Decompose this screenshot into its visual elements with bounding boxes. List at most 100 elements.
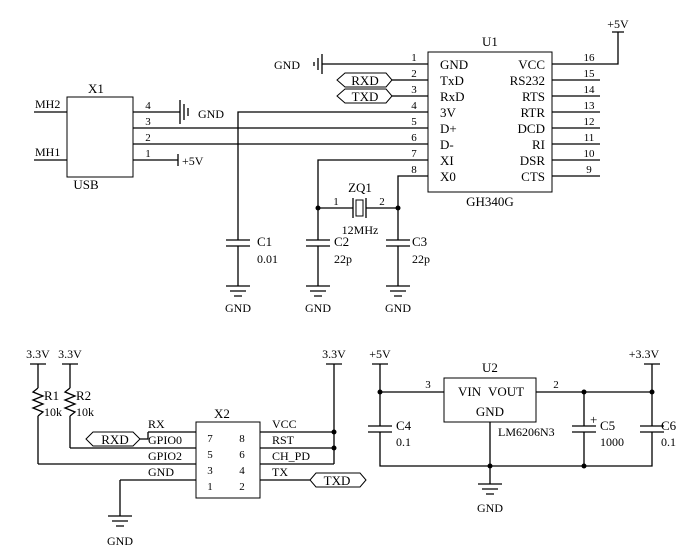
x2-label: GPIO0 <box>148 433 182 447</box>
c3-ref: C3 <box>412 234 427 249</box>
c5-ref: C5 <box>600 418 615 433</box>
u1-pin-num: 12 <box>584 116 595 128</box>
u1-pin-num: 1 <box>411 52 417 64</box>
x1-part: USB <box>73 177 99 192</box>
r2-val: 10k <box>76 405 94 419</box>
x2-module: X2 7 5 3 1 8 6 4 2 RX GPIO0 GPIO2 GND VC… <box>38 406 334 499</box>
u1-pin-name: TxD <box>440 73 464 88</box>
u1-pin-num: 16 <box>584 52 596 64</box>
x2-label: VCC <box>272 417 297 431</box>
u1-pin-name: RI <box>532 137 545 152</box>
u2-part: LM6206N3 <box>498 425 555 439</box>
gnd-label: GND <box>274 58 300 72</box>
gnd-label: GND <box>305 301 331 315</box>
crystal-body <box>355 199 364 217</box>
u1-pin-num: 14 <box>584 84 596 96</box>
x1-pin-num: 2 <box>145 132 151 144</box>
x2-pin-num: 6 <box>239 449 245 461</box>
r1-ref: R1 <box>44 388 59 403</box>
x1-gnd: GND <box>133 100 224 124</box>
p33-label: 3.3V <box>322 347 346 361</box>
c5-val: 1000 <box>600 435 624 449</box>
x2-label: RX <box>148 417 165 431</box>
p5v-label: +5V <box>182 154 204 168</box>
u1-pin-num: 9 <box>586 164 592 176</box>
x2-label: GPIO2 <box>148 449 182 463</box>
x1-ref: X1 <box>88 81 104 96</box>
u2-regulator: U2 VIN VOUT GND LM6206N3 3 2 <box>425 360 559 439</box>
txd-port-label: TXD <box>352 89 379 104</box>
zq1-pin2: 2 <box>379 196 385 208</box>
u1-pin-name: D- <box>440 137 454 152</box>
c6-val: 0.1 <box>661 435 676 449</box>
u1-body <box>427 51 553 193</box>
u1-pin-name: VCC <box>518 57 545 72</box>
zq1-ref: ZQ1 <box>348 180 372 195</box>
gnd-label: GND <box>198 107 224 121</box>
u1-pin-num: 3 <box>411 84 417 96</box>
u1-pin-num: 15 <box>584 68 596 80</box>
u1-pin-num: 6 <box>411 132 417 144</box>
p33plus-label: +3.3V <box>629 347 660 361</box>
rxd-port-shape <box>336 72 393 88</box>
c2-ref: C2 <box>334 234 349 249</box>
x1-mh2: MH2 <box>35 97 60 111</box>
x2-pin-num: 5 <box>207 449 213 461</box>
u1-vcc-supply: +5V <box>600 17 629 65</box>
u2-body <box>443 377 537 423</box>
x2-body <box>195 421 261 499</box>
u1-pin-name: DSR <box>520 153 546 168</box>
u1-pin-num: 4 <box>411 100 417 112</box>
x2-label: GND <box>148 465 174 479</box>
x2-vcc-rail: 3.3V <box>322 347 346 464</box>
r1-resistor: 3.3V R1 10k <box>26 347 62 464</box>
gnd-label: GND <box>107 534 133 548</box>
c6-cap: C6 0.1 <box>640 392 677 449</box>
x1-mh1: MH1 <box>35 145 60 159</box>
x2-pin-num: 3 <box>207 465 213 477</box>
r2-ref: R2 <box>76 388 91 403</box>
u1-part: GH340G <box>466 194 514 209</box>
r1-val: 10k <box>44 405 62 419</box>
c3-val: 22p <box>412 252 430 266</box>
rxd-port-label: RXD <box>101 432 128 447</box>
u1-chip: U1 GH340G 1 2 3 4 5 6 7 8 GND TxD RxD 3V… <box>400 34 600 209</box>
u1-pin-num: 13 <box>584 100 596 112</box>
u1-pin-name: RxD <box>440 89 465 104</box>
x2-pin-num: 1 <box>207 481 213 493</box>
u2-gnd: GND <box>476 404 504 419</box>
txd-port-label: TXD <box>324 473 351 488</box>
c5-plus: + <box>590 412 597 427</box>
gnd-label: GND <box>225 301 251 315</box>
u1-pin-name: DCD <box>518 121 545 136</box>
x1-pin-num: 4 <box>145 100 151 112</box>
u1-pin-name: RS232 <box>510 73 545 88</box>
x2-pin-num: 8 <box>239 433 245 445</box>
c4-ref: C4 <box>396 418 412 433</box>
c1-val: 0.01 <box>257 252 278 266</box>
c2-val: 22p <box>334 252 352 266</box>
p5v-label: +5V <box>607 17 629 31</box>
x1-p5v: +5V <box>133 154 204 168</box>
u1-pin-name: XI <box>440 153 454 168</box>
x2-pin-num: 4 <box>239 465 245 477</box>
u1-pin-num: 10 <box>584 148 596 160</box>
x2-ref: X2 <box>214 406 230 421</box>
crystal-section: ZQ1 12MHz 1 2 C2 22p GND C3 22p GND <box>305 159 430 315</box>
rxd-port-label: RXD <box>351 73 378 88</box>
u1-txd-port: TXD <box>336 88 400 104</box>
txd-port-shape <box>309 472 367 488</box>
u1-pin-name: CTS <box>521 169 545 184</box>
x1-usb: X1 USB MH2 MH1 4 3 2 1 <box>34 81 151 192</box>
u1-gnd-symbol: GND <box>274 54 400 74</box>
u1-pin-name: X0 <box>440 169 456 184</box>
u1-pin-name: D+ <box>440 121 457 136</box>
c4-cap: C4 0.1 <box>368 392 412 449</box>
u1-pin-num: 5 <box>411 116 417 128</box>
u2-pin-in: 3 <box>425 379 431 391</box>
x2-label: RST <box>272 433 295 447</box>
u1-pin-num: 7 <box>411 148 417 160</box>
gnd-label: GND <box>477 501 503 515</box>
p5v-label: +5V <box>369 347 391 361</box>
